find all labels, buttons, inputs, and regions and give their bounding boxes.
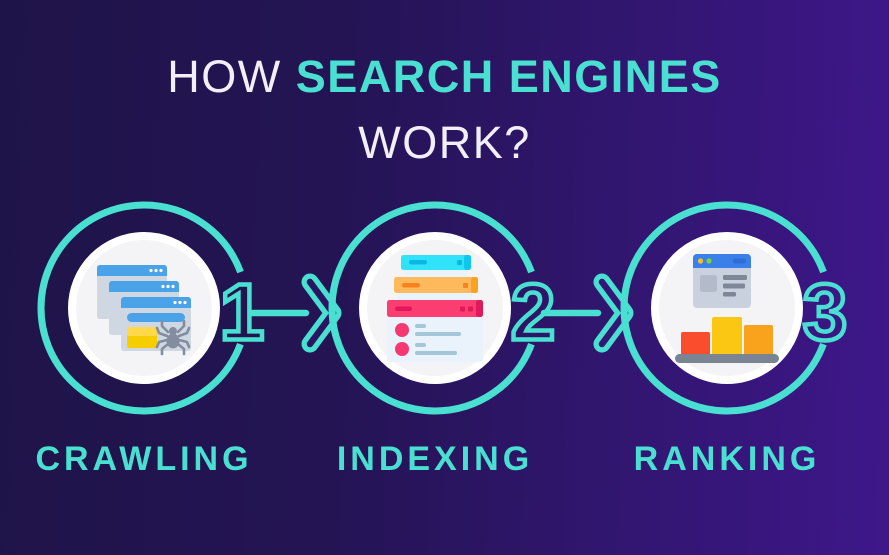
title-prefix: HOW	[167, 51, 282, 102]
spider-icon	[155, 319, 191, 356]
crawling-label: CRAWLING	[35, 440, 253, 478]
step-ring	[328, 201, 542, 415]
page-title: HOW SEARCH ENGINES WORK?	[0, 44, 889, 176]
step-ring	[37, 201, 251, 415]
step-number-3: 3	[803, 268, 848, 357]
title-accent: SEARCH ENGINES	[295, 51, 722, 102]
browser-podium-icon	[675, 254, 779, 363]
step-ring	[620, 201, 834, 415]
step-crawling: 1	[34, 198, 304, 418]
stacked-index-records-icon	[387, 255, 483, 362]
step-ranking: 3	[617, 198, 887, 418]
ranking-label: RANKING	[633, 440, 821, 478]
title-line-2: WORK?	[358, 117, 531, 168]
title-line-1: HOW SEARCH ENGINES	[0, 44, 889, 110]
web-pages-spider-icon	[97, 265, 191, 356]
indexing-label: INDEXING	[336, 440, 534, 478]
